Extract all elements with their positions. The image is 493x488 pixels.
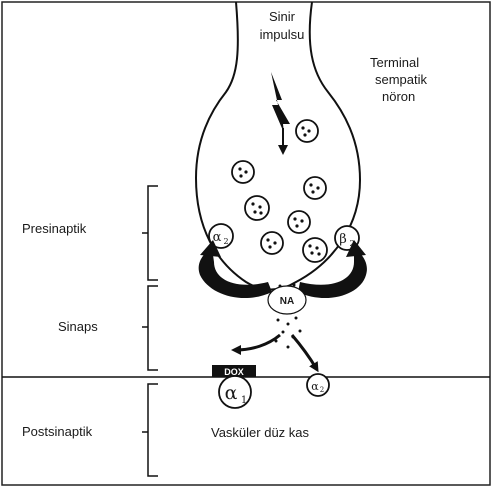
receptor-subscript: 2 (223, 237, 228, 246)
vesicle-icon (261, 232, 283, 254)
receptor-postsynaptic-alpha2: α 2 (307, 374, 329, 396)
arrow-to-alpha1 (236, 335, 280, 350)
bracket-presynaptic (142, 186, 158, 280)
receptor-beta-symbol: β (339, 232, 347, 247)
impulse-label-line2: impulsu (260, 27, 305, 42)
receptor-alpha-symbol: α (311, 380, 319, 393)
receptor-postsynaptic-alpha1: α 1 (219, 376, 251, 408)
vesicle-icon (232, 161, 254, 183)
vesicle-icon (303, 238, 327, 262)
bracket-synapse (142, 286, 158, 370)
bracket-postsynaptic (142, 384, 158, 476)
vesicle-icon (304, 177, 326, 199)
postsynaptic-label: Postsinaptik (22, 424, 93, 439)
transmitter-label: NA (280, 296, 294, 307)
lightning-bolt-icon (271, 72, 290, 150)
neuron-label-line3: nöron (382, 89, 415, 104)
receptor-subscript: 2 (320, 386, 324, 394)
neuron-label-line2: sempatik (375, 72, 428, 87)
arrow-to-alpha2 (292, 335, 316, 368)
vesicle-icon (288, 211, 310, 233)
receptor-alpha-symbol: α (225, 382, 238, 404)
impulse-label-line1: Sinir (269, 9, 296, 24)
receptor-subscript: 1 (241, 395, 247, 406)
vesicle-icon (296, 120, 318, 142)
tissue-label: Vasküler düz kas (211, 425, 310, 440)
neuron-label-line1: Terminal (370, 55, 419, 70)
presynaptic-label: Presinaptik (22, 221, 87, 236)
vesicle-icon (245, 196, 269, 220)
synapse-label: Sinaps (58, 319, 98, 334)
vesicles (232, 120, 327, 262)
